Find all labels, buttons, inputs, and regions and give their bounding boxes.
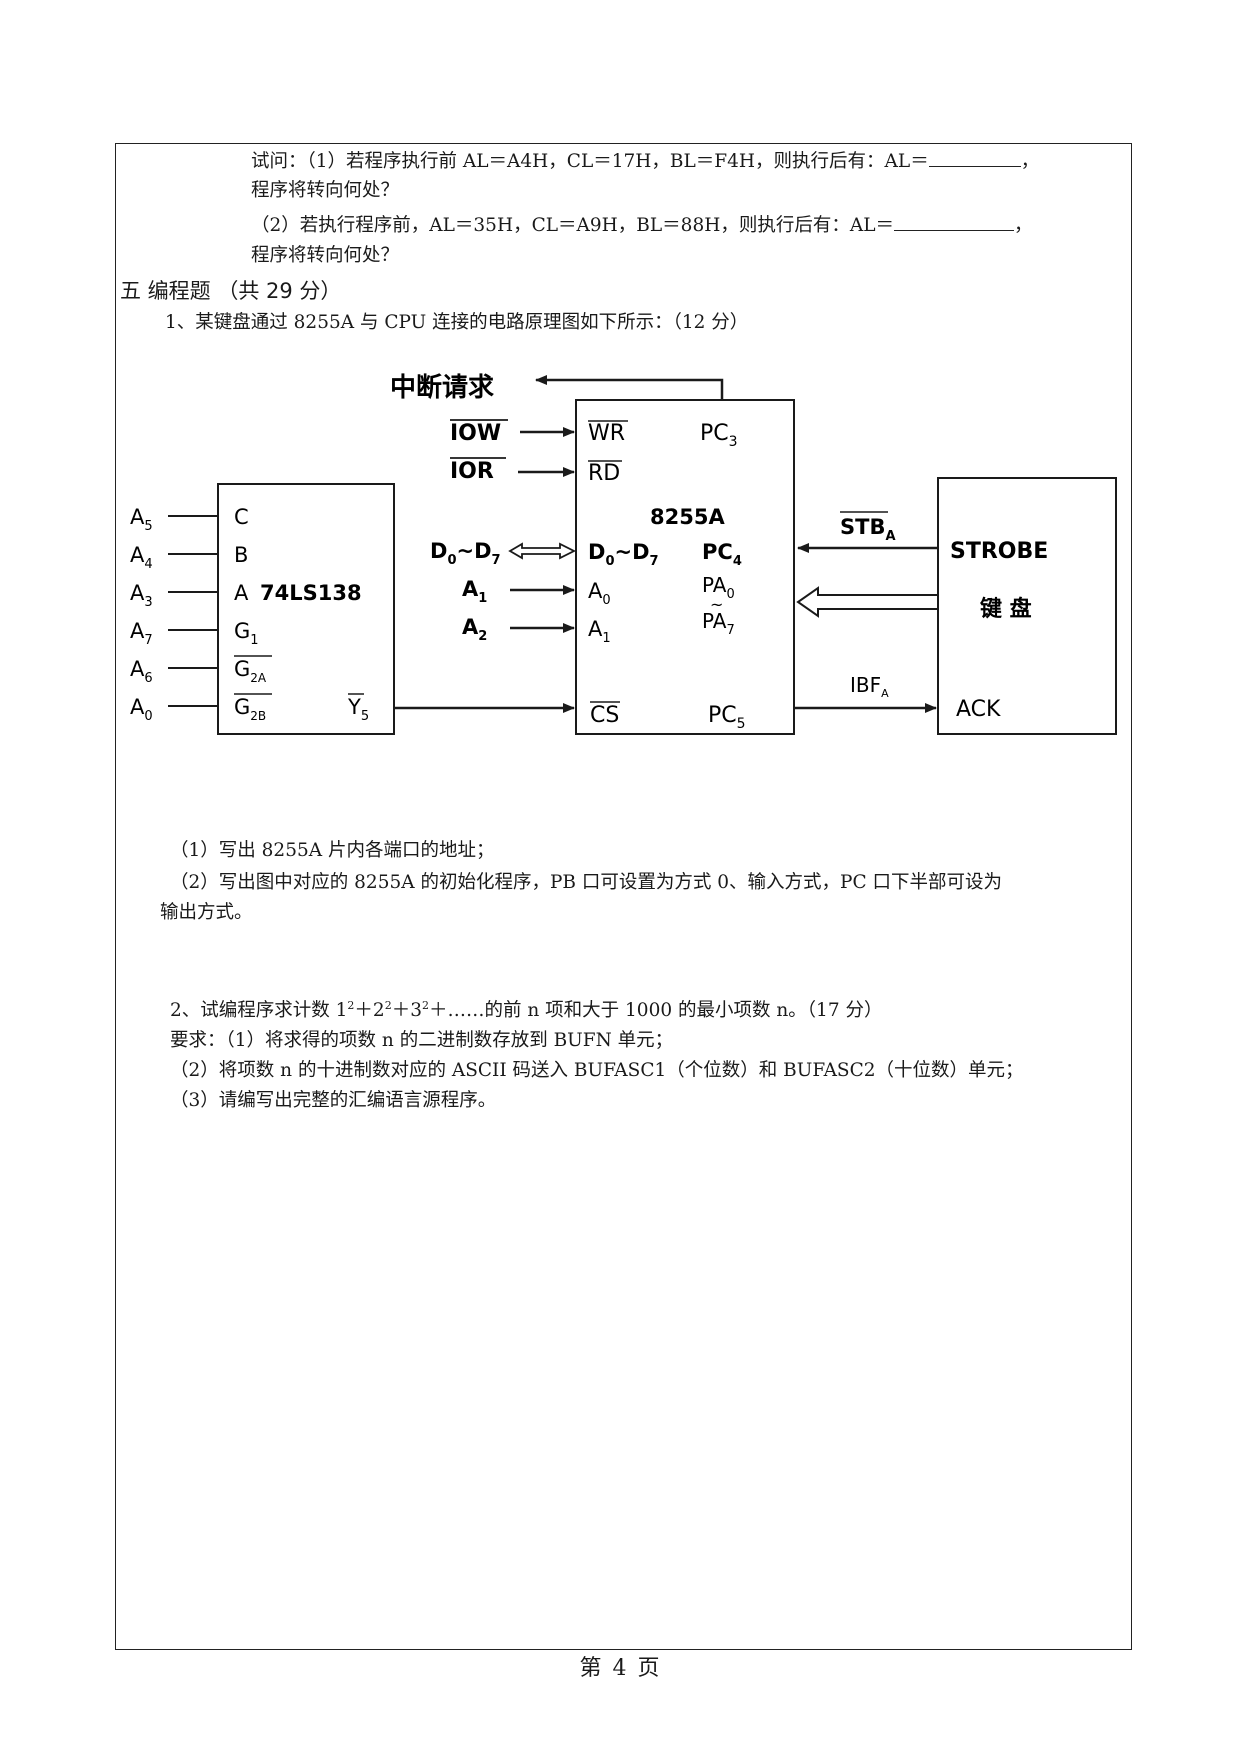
problem-2-intro-c: ＋3 [391, 1000, 422, 1021]
ibf-label: IBFA [850, 673, 889, 700]
decoder-pin-g2a: G2A [234, 657, 267, 685]
decoder-pin-c: C [234, 505, 249, 529]
question-4-part1-followup: 程序将转向何处？ [251, 180, 400, 201]
pin-rd: RD [588, 461, 620, 486]
addr-input-a6: A6 [130, 657, 153, 686]
chip-8255a-box [575, 399, 795, 735]
iow-label: IOW [450, 421, 501, 446]
data-bus-arrow [508, 542, 577, 560]
page-frame [115, 143, 1132, 1650]
addr-input-a7: A7 [130, 619, 153, 648]
pin-pa0: PA0 [702, 573, 735, 602]
keyboard-strobe-label: STROBE [950, 539, 1048, 564]
addr-input-a5: A5 [130, 505, 153, 534]
problem-2-intro-d: ＋……的前 n 项和大于 1000 的最小项数 n。（17 分） [428, 1000, 883, 1021]
problem-1-question-2-line1: （2）写出图中对应的 8255A 的初始化程序，PB 口可设置为方式 0、输入方… [170, 872, 1003, 893]
interrupt-request-line [535, 375, 724, 400]
addr-input-a3: A3 [130, 581, 153, 610]
question-4-part2-followup: 程序将转向何处？ [251, 245, 400, 266]
interrupt-request-label: 中断请求 [390, 372, 494, 403]
section-5-heading: 五 编程题 （共 29 分） [120, 279, 342, 303]
decoder-name: 74LS138 [260, 581, 362, 605]
keyboard-name-label: 键 盘 [980, 596, 1032, 622]
question-4-part1-text: 试问：（1）若程序执行前 AL＝A4H，CL＝17H，BL＝F4H，则执行后有：… [251, 151, 929, 172]
addr-input-a4: A4 [130, 543, 153, 572]
circuit-diagram: 中断请求 IOW IOR WR PC3 RD 8255A D0~D7 PC4 A… [130, 372, 1117, 735]
exponent: 2 [421, 998, 429, 1012]
page-number: 第 4 页 [579, 1656, 662, 1681]
problem-2-intro: 2、试编程序求计数 12＋22＋32＋……的前 n 项和大于 1000 的最小项… [170, 998, 882, 1024]
pin-pc5: PC5 [708, 703, 746, 732]
pin-a1: A1 [588, 617, 611, 646]
problem-2-intro-b: ＋2 [354, 1000, 385, 1021]
exponent: 2 [384, 998, 392, 1012]
decoder-pin-g1: G1 [234, 619, 259, 648]
pin-pc3: PC3 [700, 421, 738, 450]
answer-blank-al-2[interactable] [894, 212, 1014, 231]
decoder-pin-b: B [234, 543, 248, 567]
ior-label: IOR [450, 459, 494, 484]
problem-2-requirement-3: （3）请编写出完整的汇编语言源程序。 [170, 1090, 497, 1111]
pin-pa7: PA7 [702, 609, 735, 638]
pin-pa-tilde: ~ [710, 595, 723, 614]
addr-a2-label: A2 [462, 615, 487, 644]
chip-8255a-name: 8255A [650, 505, 725, 529]
addr-input-a0: A0 [130, 695, 153, 724]
pin-wr: WR [588, 421, 625, 446]
decoder-pin-y5: Y5 [347, 695, 369, 724]
keyboard-ack-label: ACK [956, 697, 1001, 722]
question-4-part1-line: 试问：（1）若程序执行前 AL＝A4H，CL＝17H，BL＝F4H，则执行后有：… [251, 148, 1039, 175]
problem-2-intro-a: 2、试编程序求计数 1 [170, 1000, 348, 1021]
decoder-74ls138-box [217, 483, 395, 735]
bus-d0-d7-label: D0~D7 [430, 539, 501, 568]
problem-2-requirement-2: （2）将项数 n 的十进制数对应的 ASCII 码送入 BUFASC1（个位数）… [170, 1060, 1024, 1081]
keyboard-box [937, 477, 1117, 735]
problem-1-question-1: （1）写出 8255A 片内各端口的地址； [170, 840, 495, 861]
exponent: 2 [347, 998, 355, 1012]
decoder-pin-g2b: G2B [234, 695, 266, 723]
decoder-pin-a: A [234, 581, 249, 605]
stb-label: STBA [840, 515, 896, 544]
comma: ， [1020, 151, 1040, 172]
answer-blank-al-1[interactable] [928, 148, 1021, 167]
pin-pc4: PC4 [702, 540, 742, 569]
question-4-part2-text: （2）若执行程序前，AL＝35H，CL＝A9H，BL＝88H，则执行后有：AL＝ [251, 215, 894, 236]
question-4-part2-line: （2）若执行程序前，AL＝35H，CL＝A9H，BL＝88H，则执行后有：AL＝… [251, 212, 1033, 239]
problem-2-requirement-1: 要求：（1）将求得的项数 n 的二进制数存放到 BUFN 单元； [170, 1030, 674, 1051]
addr-a1-label: A1 [462, 577, 487, 606]
pin-d0-d7: D0~D7 [588, 540, 659, 569]
keyboard-to-pa-arrow [796, 586, 938, 618]
comma: ， [1014, 215, 1033, 236]
pin-cs: CS [590, 703, 619, 728]
problem-1-intro: 1、某键盘通过 8255A 与 CPU 连接的电路原理图如下所示：（12 分） [165, 312, 749, 333]
decoder-input-lines [168, 515, 218, 707]
pin-a0: A0 [588, 579, 611, 608]
problem-1-question-2-line2: 输出方式。 [160, 902, 253, 923]
